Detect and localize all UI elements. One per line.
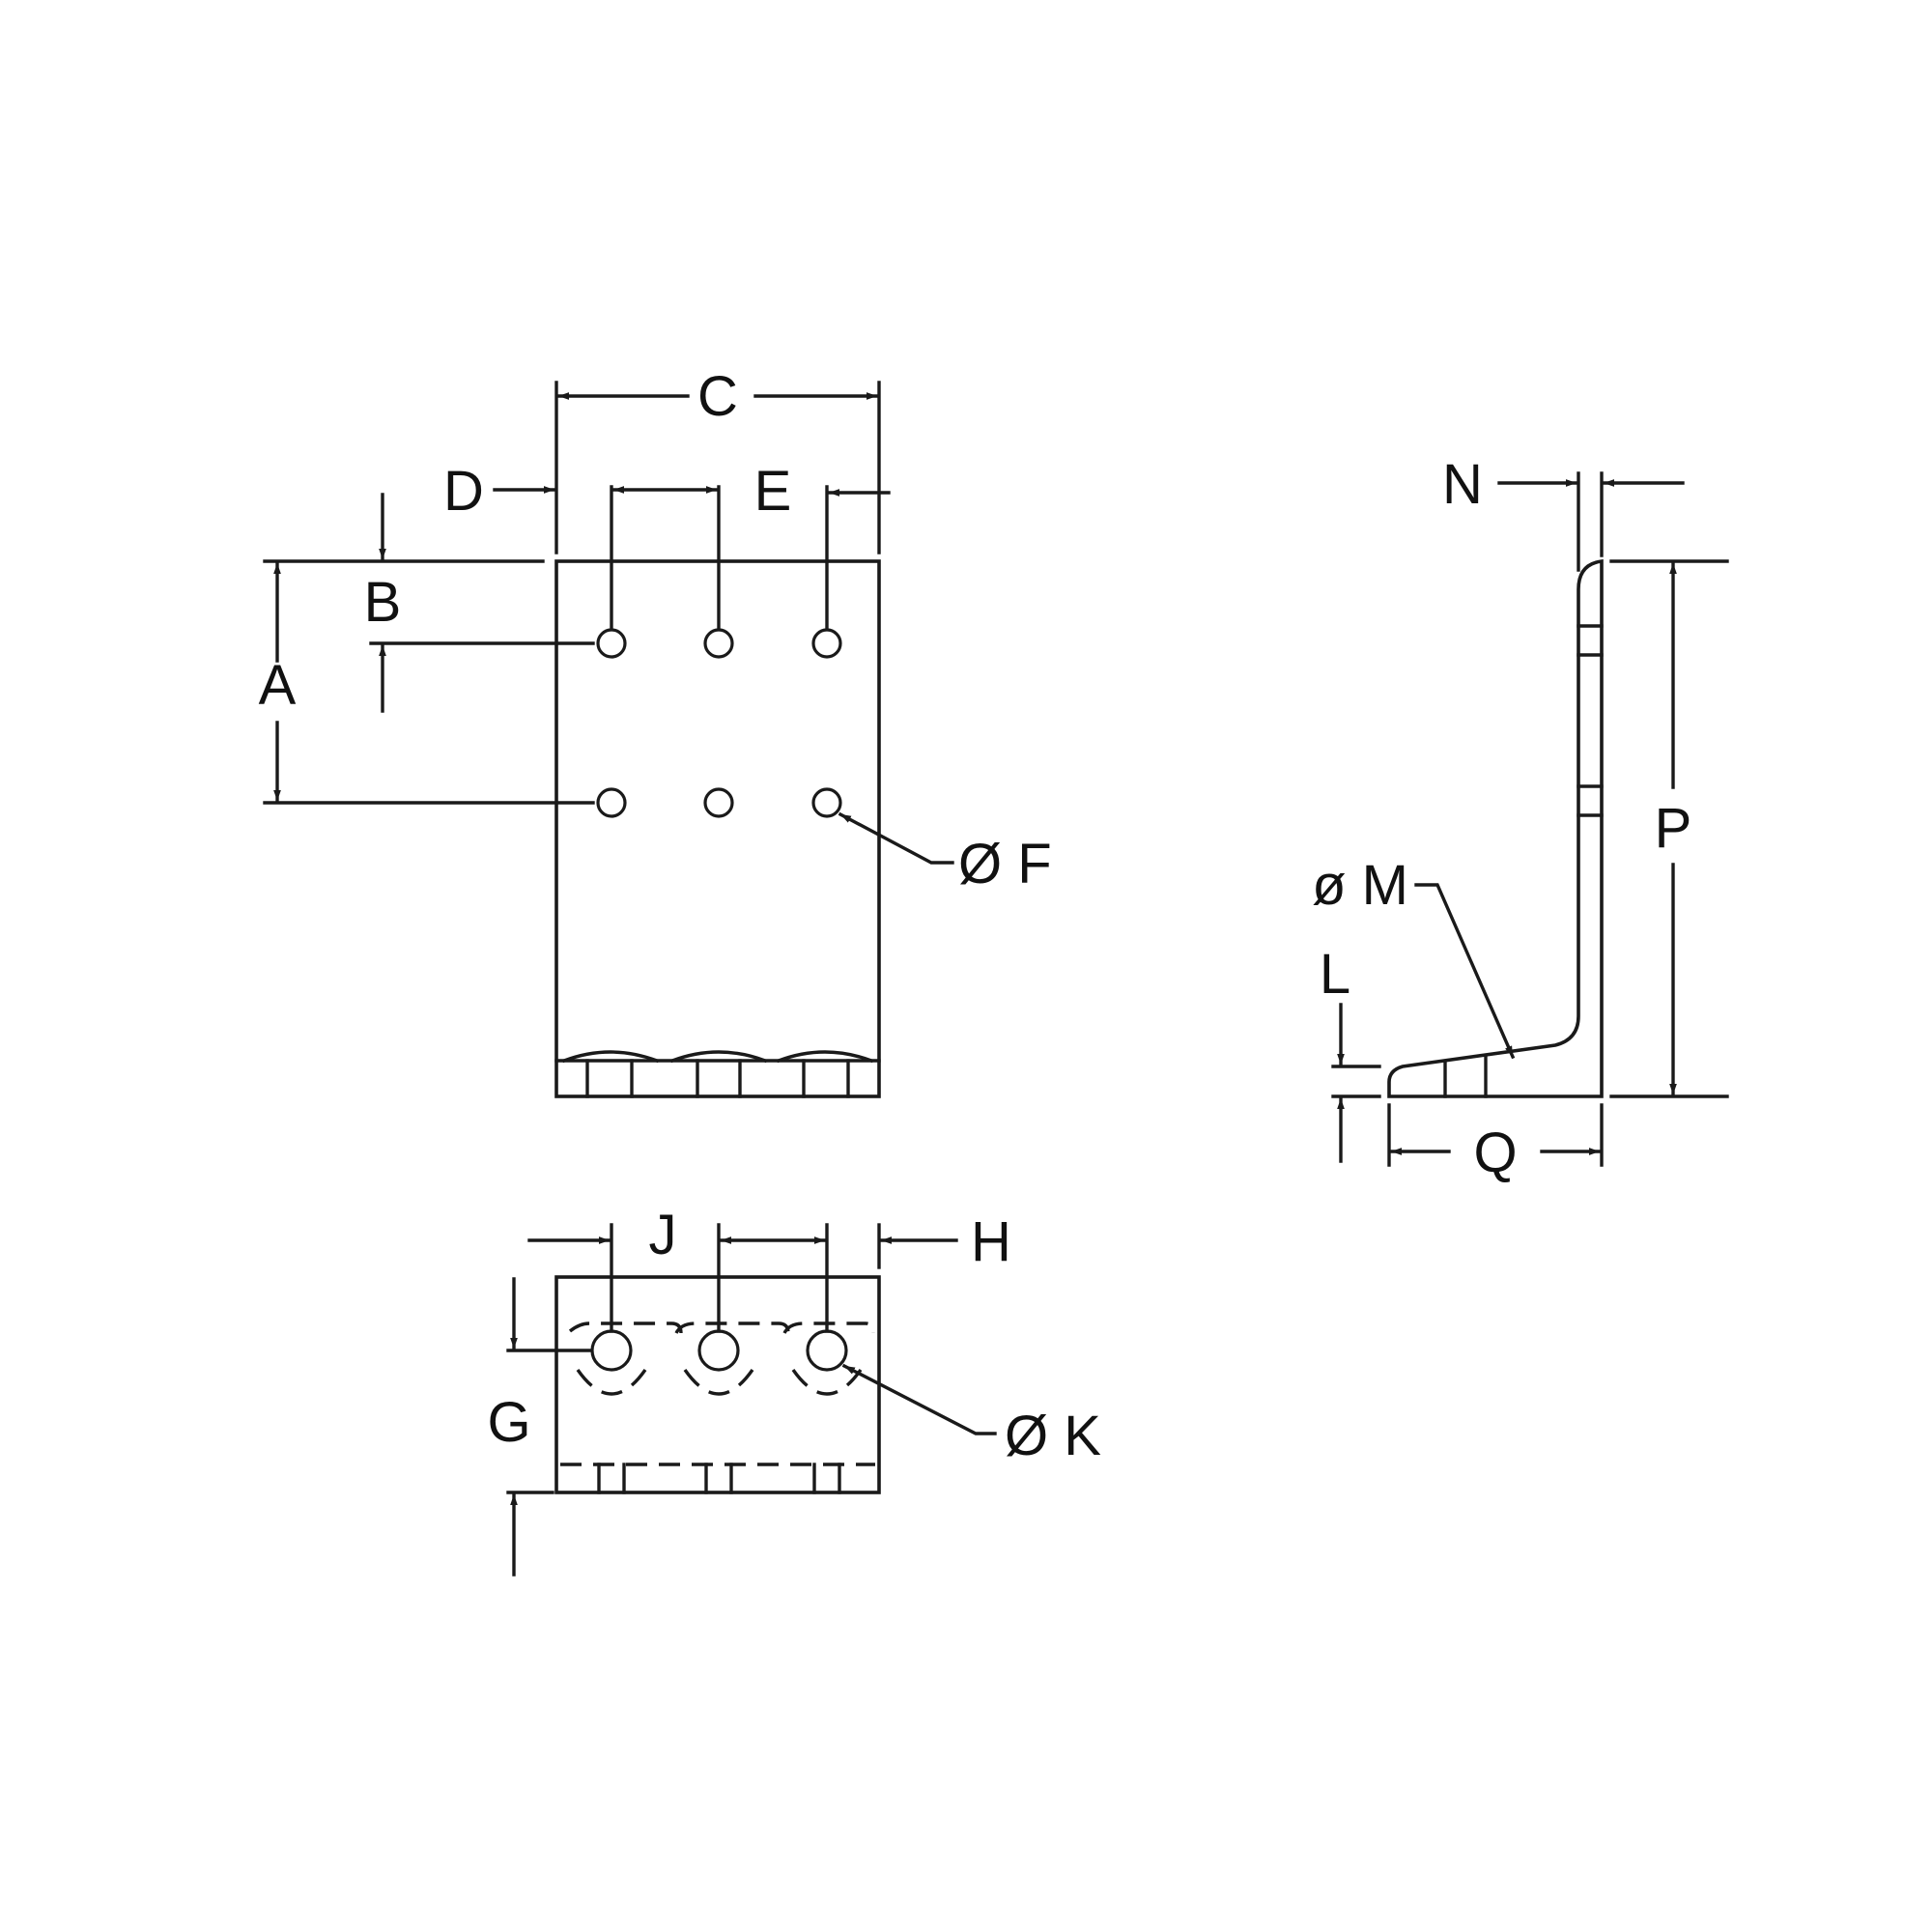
bottom-hole-middle <box>697 1329 740 1372</box>
dimension-g: G <box>487 1277 593 1577</box>
hole-bottom-right <box>811 787 842 818</box>
dimension-a: A <box>259 559 595 805</box>
label-g: G <box>487 1391 530 1454</box>
label-f: Ø F <box>958 833 1052 895</box>
callout-k: Ø K <box>841 1363 1101 1467</box>
label-e: E <box>754 460 792 523</box>
label-k: Ø K <box>1005 1405 1101 1467</box>
front-view-feet <box>554 1050 881 1098</box>
callout-f: Ø F <box>838 811 1052 895</box>
dimension-c: C <box>554 365 881 554</box>
label-a: A <box>259 654 297 717</box>
hole-bottom-middle <box>703 787 734 818</box>
dimension-q: Q <box>1387 1103 1604 1184</box>
dimension-n: N <box>1442 453 1685 572</box>
hole-top-right <box>811 628 842 659</box>
hole-top-middle <box>703 628 734 659</box>
dimension-j: J <box>527 1204 829 1333</box>
label-h: H <box>971 1210 1011 1273</box>
label-c: C <box>697 365 738 428</box>
bottom-hole-left <box>590 1329 633 1372</box>
side-view: N P L ø M Q <box>1312 453 1729 1184</box>
label-b: B <box>364 571 402 634</box>
label-n: N <box>1442 453 1483 516</box>
bottom-view: J H G Ø K <box>487 1204 1101 1577</box>
label-j: J <box>649 1204 677 1266</box>
dimension-l: L <box>1320 943 1381 1163</box>
label-q: Q <box>1473 1122 1517 1184</box>
dimension-e: E <box>610 460 891 630</box>
side-view-profile <box>1387 558 1604 1098</box>
dimension-d: D <box>443 460 556 523</box>
bottom-hole-right <box>806 1329 848 1372</box>
front-view: C D E A B <box>259 365 1052 1098</box>
callout-m: ø M <box>1312 854 1516 1060</box>
hole-top-left <box>596 628 627 659</box>
label-l: L <box>1320 943 1350 1006</box>
label-m: ø M <box>1312 854 1408 917</box>
label-p: P <box>1655 797 1692 860</box>
hole-bottom-left <box>596 787 627 818</box>
label-d: D <box>443 460 484 523</box>
dimension-h: H <box>877 1210 1011 1273</box>
dimension-p: P <box>1609 559 1729 1098</box>
dimension-b: B <box>364 493 595 713</box>
